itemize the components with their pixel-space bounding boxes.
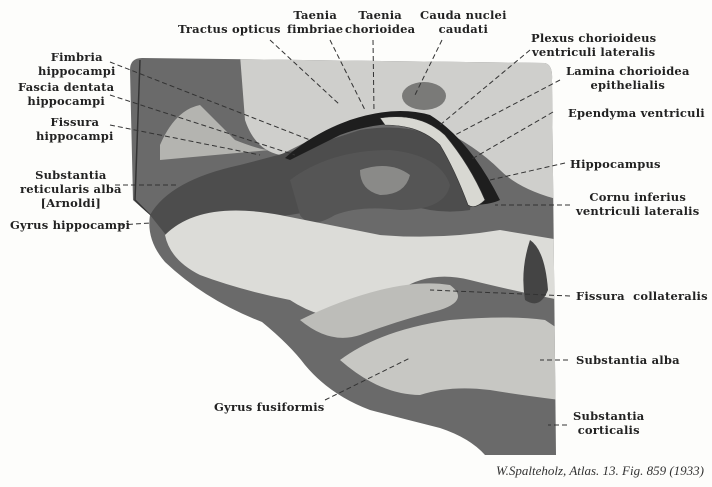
label-tractus-opticus: Tractus opticus — [178, 22, 281, 36]
label-cauda-nuclei-caudati: Cauda nuclei caudati — [420, 8, 507, 36]
label-taenia-chorioidea: Taenia chorioidea — [345, 8, 416, 36]
label-taenia-fimbriae: Taenia fimbriae — [287, 8, 344, 36]
leader-lines — [109, 39, 571, 426]
label-substantia-reticularis: Substantia reticularis alba [Arnoldi] — [20, 168, 122, 210]
label-fissura-collateralis: Fissura collateralis — [576, 289, 708, 303]
label-hippocampus: Hippocampus — [570, 157, 661, 171]
label-plexus-chorioideus: Plexus chorioideus ventriculi lateralis — [531, 31, 657, 59]
label-cornu-inferius: Cornu inferius ventriculi lateralis — [576, 190, 700, 218]
label-gyrus-hippocampi: Gyrus hippocampi — [10, 218, 131, 232]
tissue-block — [130, 58, 556, 455]
label-substantia-corticalis: Substantia corticalis — [573, 409, 645, 437]
figure-caption: W.Spalteholz, Atlas. 13. Fig. 859 (1933) — [496, 463, 704, 478]
label-fimbria-hippocampi: Fimbria hippocampi — [38, 50, 116, 78]
label-substantia-alba: Substantia alba — [576, 353, 680, 367]
label-gyrus-fusiformis: Gyrus fusiformis — [214, 400, 325, 414]
label-lamina-chorioidea: Lamina chorioidea epithelialis — [566, 64, 690, 92]
label-fissura-hippocampi: Fissura hippocampi — [36, 115, 114, 143]
label-fascia-dentata: Fascia dentata hippocampi — [18, 80, 115, 108]
label-ependyma-ventriculi: Ependyma ventriculi — [568, 106, 705, 120]
